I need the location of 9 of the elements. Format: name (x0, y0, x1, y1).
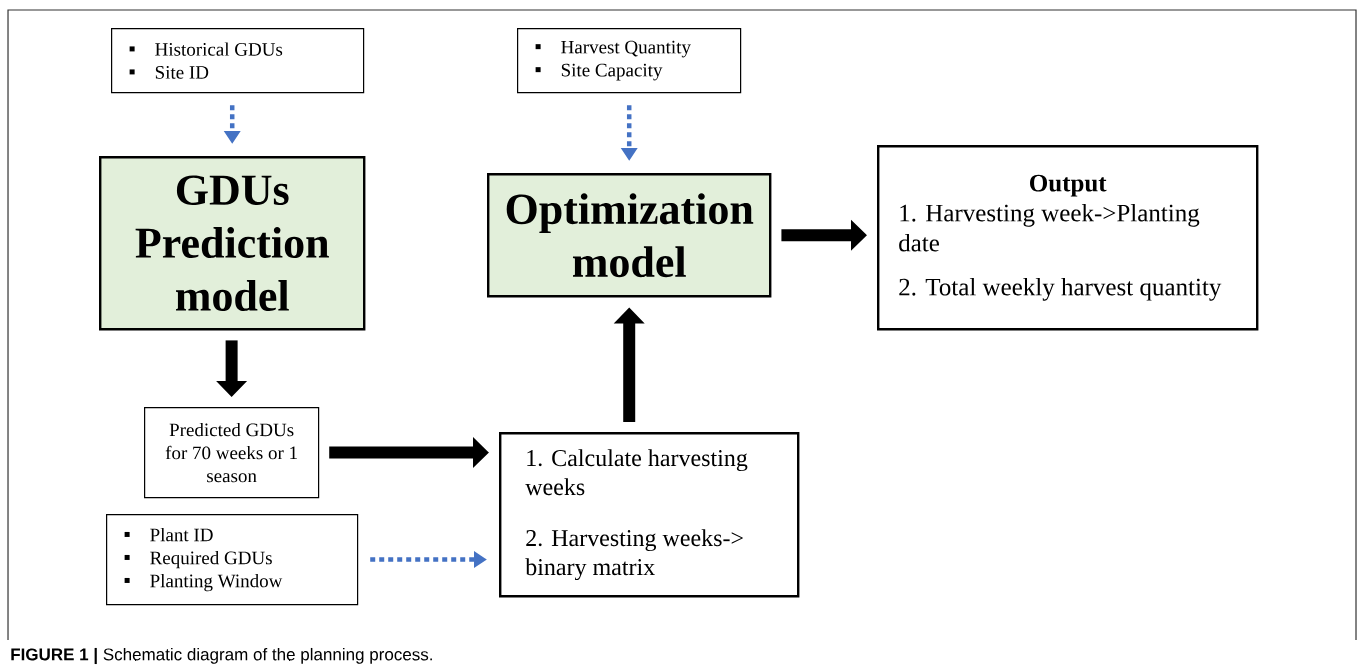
input-box: Historical GDUs Site ID (111, 28, 365, 94)
input-box: Harvest Quantity Site Capacity (517, 28, 742, 94)
model-box: Optimization model (487, 173, 772, 298)
process-box: Predicted GDUs for 70 weeks or 1 season (144, 407, 320, 499)
input-box: Plant ID Required GDUs Planting Window (106, 514, 359, 606)
model-box: GDUs Prediction model (99, 156, 366, 331)
caption: FIGURE 1 | Schematic diagram of the planning process. (11, 647, 432, 665)
output-box: Output 1. Harvesting week->Planting date 2. Total weekly harvest quantity (877, 145, 1259, 331)
process-box: 1. Calculate harvesting weeks 2. Harvesting weeks-> binary matrix (499, 432, 800, 598)
